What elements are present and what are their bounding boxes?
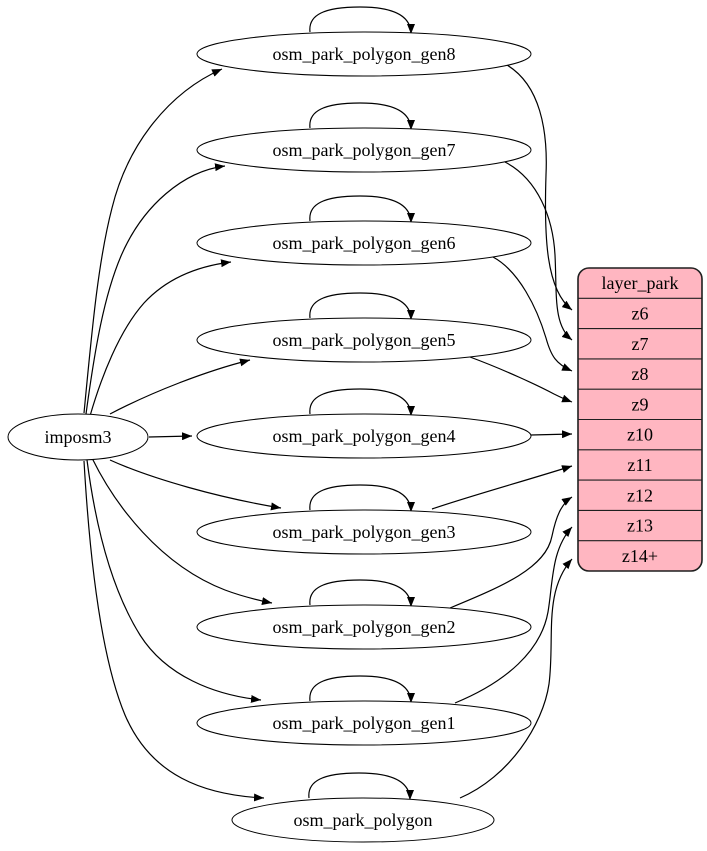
table-row-z8: z8 bbox=[632, 364, 649, 384]
node-osm_park_polygon_gen6: osm_park_polygon_gen6 bbox=[196, 220, 532, 266]
node-osm_park_polygon_gen8: osm_park_polygon_gen8 bbox=[196, 31, 532, 77]
table-row-z7: z7 bbox=[632, 334, 649, 354]
edge-osm_park_polygon_gen1-to-layer_park:z13 bbox=[454, 526, 573, 704]
node-ellipse bbox=[196, 127, 532, 173]
node-ellipse bbox=[196, 220, 532, 266]
table-row-z9: z9 bbox=[632, 394, 649, 414]
edge-imposm3-to-osm_park_polygon_gen8 bbox=[83, 68, 223, 414]
node-osm_park_polygon_gen2: osm_park_polygon_gen2 bbox=[196, 604, 532, 650]
edge-imposm3-to-osm_park_polygon bbox=[83, 460, 265, 802]
edge-imposm3-to-osm_park_polygon_gen5 bbox=[109, 358, 251, 415]
node-osm_park_polygon_gen5: osm_park_polygon_gen5 bbox=[196, 317, 532, 363]
node-osm_park_polygon_gen3: osm_park_polygon_gen3 bbox=[196, 509, 532, 555]
node-imposm3: imposm3 bbox=[7, 413, 149, 461]
node-label-osm_park_polygon_gen1: osm_park_polygon_gen1 bbox=[273, 713, 456, 733]
self-loop-edge-osm_park_polygon_gen2-to-osm_park_polygon_gen2 bbox=[309, 579, 415, 608]
node-ellipse bbox=[196, 413, 532, 459]
table-layer_park: layer_park z6 z7 z8 z9 z10 z11 z12 z13 z14+ bbox=[577, 267, 703, 572]
edge-osm_park_polygon_gen2-to-layer_park:z12 bbox=[449, 496, 573, 609]
node-label-osm_park_polygon_gen8: osm_park_polygon_gen8 bbox=[273, 44, 456, 64]
node-label-osm_park_polygon_gen6: osm_park_polygon_gen6 bbox=[273, 233, 456, 253]
self-loop-edge-osm_park_polygon_gen3-to-osm_park_polygon_gen3 bbox=[309, 484, 415, 513]
self-loop-edge-osm_park_polygon_gen5-to-osm_park_polygon_gen5 bbox=[309, 292, 415, 321]
node-label-osm_park_polygon_gen7: osm_park_polygon_gen7 bbox=[273, 140, 456, 160]
edge-osm_park_polygon_gen8-to-layer_park:z6 bbox=[506, 64, 573, 311]
node-ellipse bbox=[196, 604, 532, 650]
node-ellipse bbox=[196, 509, 532, 555]
edge-imposm3-to-osm_park_polygon_gen7 bbox=[85, 163, 226, 415]
node-osm_park_polygon_gen4: osm_park_polygon_gen4 bbox=[196, 413, 532, 459]
node-ellipse bbox=[7, 413, 149, 461]
node-ellipse bbox=[231, 797, 495, 843]
table-row-z13: z13 bbox=[627, 516, 653, 536]
edge-osm_park_polygon_gen3-to-layer_park:z11 bbox=[431, 465, 573, 510]
edge-imposm3-to-osm_park_polygon_gen3 bbox=[109, 459, 282, 511]
self-loop-edge-osm_park_polygon_gen4-to-osm_park_polygon_gen4 bbox=[309, 388, 415, 417]
edge-osm_park_polygon_gen6-to-layer_park:z8 bbox=[492, 256, 573, 372]
node-osm_park_polygon_gen1: osm_park_polygon_gen1 bbox=[196, 700, 532, 746]
edge-imposm3-to-osm_park_polygon_gen6 bbox=[89, 259, 232, 417]
self-loop-edge-osm_park_polygon-to-osm_park_polygon bbox=[308, 772, 414, 801]
node-label-osm_park_polygon: osm_park_polygon bbox=[294, 810, 433, 830]
node-osm_park_polygon: osm_park_polygon bbox=[231, 797, 495, 843]
table-title: layer_park bbox=[602, 273, 679, 293]
self-loop-edge-osm_park_polygon_gen1-to-osm_park_polygon_gen1 bbox=[309, 675, 415, 704]
edge-imposm3-to-osm_park_polygon_gen2 bbox=[91, 457, 273, 605]
node-label-osm_park_polygon_gen2: osm_park_polygon_gen2 bbox=[273, 617, 456, 637]
self-loop-edge-osm_park_polygon_gen8-to-osm_park_polygon_gen8 bbox=[309, 6, 415, 35]
table-row-z14+: z14+ bbox=[622, 546, 658, 566]
edge-osm_park_polygon_gen7-to-layer_park:z7 bbox=[504, 161, 573, 341]
node-ellipse bbox=[196, 700, 532, 746]
self-loop-edge-osm_park_polygon_gen7-to-osm_park_polygon_gen7 bbox=[309, 102, 415, 131]
table-row-z12: z12 bbox=[627, 485, 653, 505]
edge-imposm3-to-osm_park_polygon_gen1 bbox=[86, 459, 262, 703]
table-row-z6: z6 bbox=[632, 303, 649, 323]
self-loop-edge-osm_park_polygon_gen6-to-osm_park_polygon_gen6 bbox=[309, 195, 415, 224]
node-label-osm_park_polygon_gen5: osm_park_polygon_gen5 bbox=[273, 330, 456, 350]
node-label-osm_park_polygon_gen4: osm_park_polygon_gen4 bbox=[273, 426, 456, 446]
node-osm_park_polygon_gen7: osm_park_polygon_gen7 bbox=[196, 127, 532, 173]
node-label-osm_park_polygon_gen3: osm_park_polygon_gen3 bbox=[273, 522, 456, 542]
table-row-z10: z10 bbox=[627, 425, 653, 445]
table-row-z11: z11 bbox=[627, 455, 652, 475]
edge-osm_park_polygon-to-layer_park:z14+ bbox=[459, 558, 573, 799]
node-ellipse bbox=[196, 31, 532, 77]
edge-osm_park_polygon_gen5-to-layer_park:z9 bbox=[469, 356, 573, 403]
edge-osm_park_polygon_gen4-to-layer_park:z10 bbox=[530, 430, 573, 439]
node-label-imposm3: imposm3 bbox=[44, 427, 111, 447]
node-ellipse bbox=[196, 317, 532, 363]
edge-imposm3-to-osm_park_polygon_gen4 bbox=[148, 432, 193, 441]
